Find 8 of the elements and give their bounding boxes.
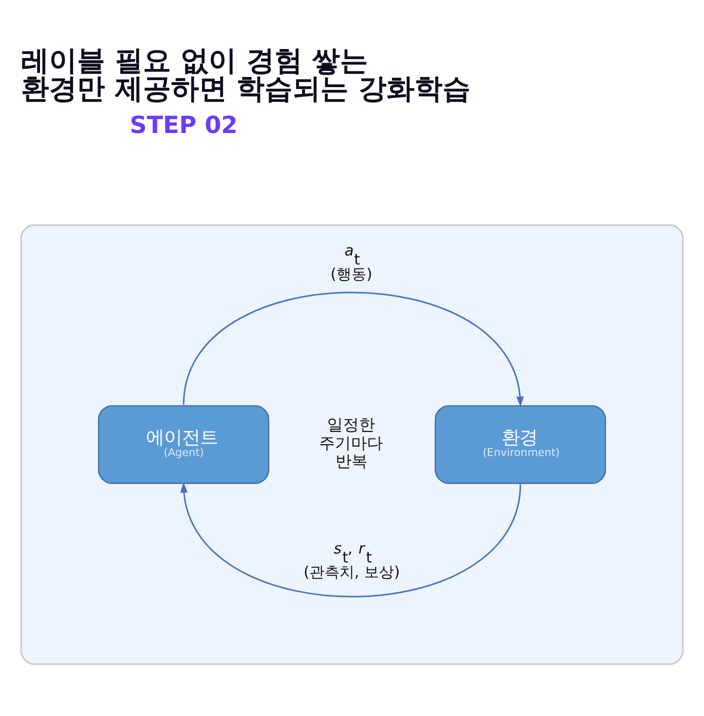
- arrow: [182, 291, 524, 407]
- node-box: 에이전트 (Agent): [98, 404, 270, 484]
- arrow: [180, 482, 522, 597]
- node-box: 환경 (Environment): [434, 404, 606, 484]
- label: 일정한 주기마다 반복: [319, 414, 384, 470]
- label: STEP 02: [130, 110, 238, 139]
- cluster: [20, 224, 684, 664]
- diagram-title: 레이블 필요 없이 경험 쌓는 환경만 제공하면 학습되는 강화학습: [21, 43, 470, 104]
